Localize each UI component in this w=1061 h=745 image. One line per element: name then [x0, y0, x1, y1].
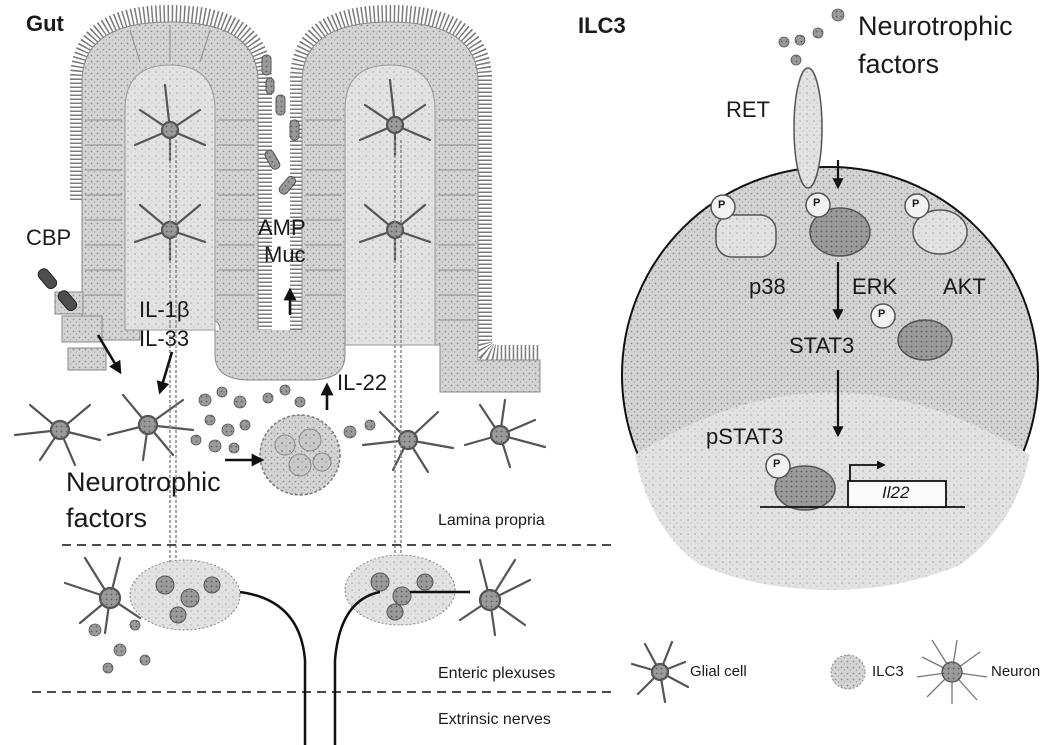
enteric-plexuses-label: Enteric plexuses	[438, 666, 555, 683]
legend-neuron-label: Neuron	[991, 664, 1040, 680]
legend-neuron-icon	[917, 640, 987, 704]
lamina-propria-label: Lamina propria	[438, 513, 545, 530]
ilc3-title: ILC3	[578, 14, 626, 37]
stat3-phospho-label: P	[878, 309, 885, 321]
ilc3-neurotrophic-line1: Neurotrophic	[858, 12, 1013, 40]
legend-ilc3-label: ILC3	[872, 664, 904, 680]
ret-label: RET	[726, 98, 770, 121]
legend-glial-label: Glial cell	[690, 664, 747, 680]
akt-phospho-label: P	[912, 199, 919, 211]
gut-neurotrophic-line1: Neurotrophic	[66, 468, 221, 496]
legend-ilc3-icon	[831, 655, 865, 689]
il22-gene-label: Il22	[882, 484, 909, 502]
enteric-plexus-right	[345, 555, 455, 625]
pstat3-label: pSTAT3	[706, 425, 783, 448]
enteric-plexus-left	[130, 560, 240, 630]
il1b-label: IL-1β	[139, 298, 190, 321]
akt-label: AKT	[943, 275, 986, 298]
extrinsic-nerves-label: Extrinsic nerves	[438, 712, 551, 729]
il22-label: IL-22	[337, 371, 387, 394]
crypt-base	[215, 330, 345, 380]
gut-neurotrophic-line2: factors	[66, 504, 147, 532]
legend-glial-icon	[632, 642, 688, 702]
neurotrophic-dots-ilc3	[779, 9, 844, 65]
pstat3-phospho-label: P	[773, 459, 780, 471]
erk-phospho-label: P	[813, 198, 820, 210]
erk-label: ERK	[852, 275, 897, 298]
p38-label: p38	[749, 275, 786, 298]
il33-label: IL-33	[139, 327, 189, 350]
plexus-dots	[89, 620, 150, 673]
p38-phospho-label: P	[718, 200, 725, 212]
gut-title: Gut	[26, 12, 64, 35]
amp-label: AMP	[258, 216, 306, 239]
cbp-label: CBP	[26, 226, 71, 249]
ilc3-cluster	[260, 415, 340, 495]
stat3-label: STAT3	[789, 334, 854, 357]
muc-label: Muc	[264, 243, 306, 266]
ilc3-neurotrophic-line2: factors	[858, 50, 939, 78]
ret-receptor	[794, 68, 822, 188]
